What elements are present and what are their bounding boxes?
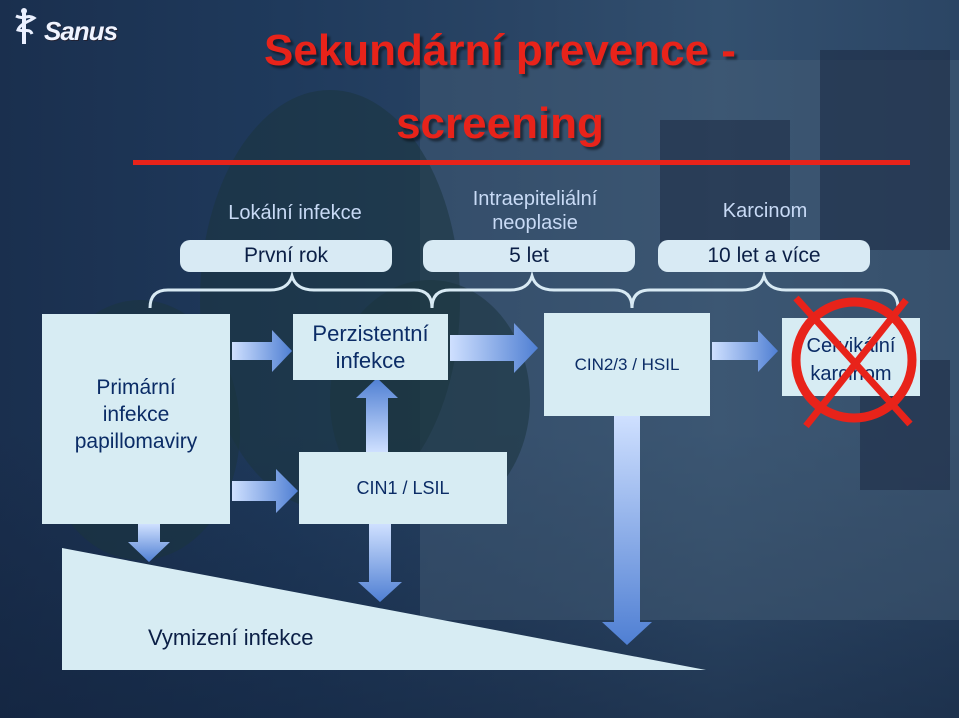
timeline-header-local-infection: Lokální infekce	[228, 202, 362, 224]
timeline-header-carcinoma: Karcinom	[722, 200, 808, 222]
arrow-cin23-to-carcinoma	[712, 330, 778, 372]
arrow-cin1-to-persistent	[356, 378, 398, 452]
cin1-lsil-box: CIN1 / LSIL	[299, 452, 507, 524]
timeline-brace-ten-years	[630, 270, 900, 309]
arrow-primary-down	[128, 524, 170, 562]
vanishing-infection-label: Vymizení infekce	[148, 625, 314, 650]
background-window	[820, 50, 950, 250]
cin23-hsil-label: CIN2/3 / HSIL	[574, 355, 680, 374]
cin23-hsil-box: CIN2/3 / HSIL	[544, 313, 710, 416]
vanishing-infection-wedge	[62, 548, 706, 670]
title-underline	[133, 160, 910, 165]
timeline-brace-five-years	[430, 270, 634, 309]
slide-title-line-1: Sekundární prevence -	[264, 26, 736, 75]
arrow-primary-to-cin1	[232, 469, 298, 513]
duration-pill-first-year: První rok	[180, 240, 392, 272]
primary-infection-line-1: Primární	[96, 376, 176, 399]
logo-wordmark: Sanus	[44, 16, 118, 46]
slide-title-line-2: screening	[396, 99, 604, 148]
primary-infection-box: Primární infekce papillomaviry	[42, 314, 230, 524]
carcinoma-label-line-1: Cervikální	[807, 335, 896, 357]
arrow-cin1-down	[358, 524, 402, 602]
prohibition-cross-icon	[791, 295, 917, 429]
primary-infection-line-3: papillomaviry	[74, 430, 198, 453]
duration-pill-ten-years: 10 let a více	[658, 240, 870, 272]
timeline-brace-first-year	[148, 270, 434, 309]
arrow-persistent-to-cin23	[450, 323, 538, 373]
primary-infection-line-2: infekce	[102, 403, 170, 426]
arrow-cin23-down	[602, 416, 652, 645]
persistent-infection-line-1: Perzistentní	[312, 321, 429, 346]
timeline-header-intraepithelial-neoplasia: Intraepiteliální neoplasie	[472, 188, 598, 234]
persistent-infection-line-2: infekce	[335, 348, 406, 373]
caduceus-icon	[15, 8, 37, 44]
duration-pill-five-years: 5 let	[423, 240, 635, 272]
cin1-lsil-label: CIN1 / LSIL	[356, 478, 450, 498]
arrow-primary-to-persistent	[232, 330, 292, 372]
sanus-logo: Sanus	[10, 6, 120, 46]
persistent-infection-box: Perzistentní infekce	[293, 314, 448, 380]
